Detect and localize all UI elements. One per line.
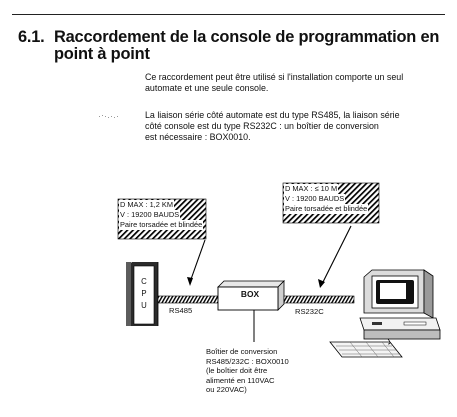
box-note-line-4: alimenté en 110VAC xyxy=(206,375,275,385)
cpu-label: C P U xyxy=(139,276,149,312)
box-note-line-2: RS485/232C : BOX0010 xyxy=(206,356,289,366)
left-spec-cable: Paire torsadée et blindée xyxy=(119,220,204,230)
box-note-line-1: Boîtier de conversion xyxy=(206,347,278,356)
rs232c-label: RS232C xyxy=(295,307,324,316)
left-spec-distance: D MAX : 1,2 KM xyxy=(119,200,174,210)
margin-speck xyxy=(99,115,118,118)
top-rule xyxy=(12,14,445,15)
left-spec-speed: V : 19200 BAUDS xyxy=(119,210,181,220)
section-number: 6.1. xyxy=(18,28,45,46)
right-spec-distance: D MAX : ≤ 10 M xyxy=(284,184,339,194)
paragraph-2: La liaison série côté automate est du ty… xyxy=(145,110,445,143)
box-unit xyxy=(217,280,285,311)
right-spec-speed: V : 19200 BAUDS xyxy=(284,194,346,204)
section-title-line-1: Raccordement de la console de programmat… xyxy=(54,28,440,46)
paragraph-1-line-1: Ce raccordement peut être utilisé si l'i… xyxy=(145,72,404,82)
right-link-spec: D MAX : ≤ 10 M V : 19200 BAUDS Paire tor… xyxy=(284,184,369,214)
paragraph-2-line-3: est nécessaire : BOX0010. xyxy=(145,132,251,142)
right-pointer-arrow xyxy=(321,225,352,285)
cpu-unit xyxy=(126,262,159,326)
box-note-line-3: (le boîtier doit être xyxy=(206,366,268,376)
left-pointer-arrow xyxy=(189,239,206,283)
rs485-cable xyxy=(157,295,219,304)
rs232c-cable xyxy=(283,295,355,304)
cpu-letter-u: U xyxy=(141,301,147,310)
right-spec-cable: Paire torsadée et blindée xyxy=(284,204,369,214)
cpu-letter-c: C xyxy=(141,277,147,286)
paragraph-2-line-1: La liaison série côté automate est du ty… xyxy=(145,110,400,120)
box-label: BOX xyxy=(240,289,260,299)
paragraph-2-line-2: côté console est du type RS232C : un boî… xyxy=(145,121,379,131)
left-pointer-arrowhead xyxy=(187,277,193,286)
left-link-spec: D MAX : 1,2 KM V : 19200 BAUDS Paire tor… xyxy=(119,200,204,230)
paragraph-1: Ce raccordement peut être utilisé si l'i… xyxy=(145,72,445,94)
console-computer xyxy=(329,269,441,358)
section-title-line-2: point à point xyxy=(54,45,150,63)
right-pointer-arrowhead xyxy=(318,279,325,288)
box-note: Boîtier de conversion RS485/232C : BOX00… xyxy=(206,347,289,395)
box-note-line-5: ou 220VAC) xyxy=(206,385,247,395)
paragraph-1-line-2: automate et une seule console. xyxy=(145,83,269,93)
cpu-letter-p: P xyxy=(141,289,147,298)
section-heading: 6.1. Raccordement de la console de progra… xyxy=(18,29,448,63)
rs485-label: RS485 xyxy=(169,306,193,315)
